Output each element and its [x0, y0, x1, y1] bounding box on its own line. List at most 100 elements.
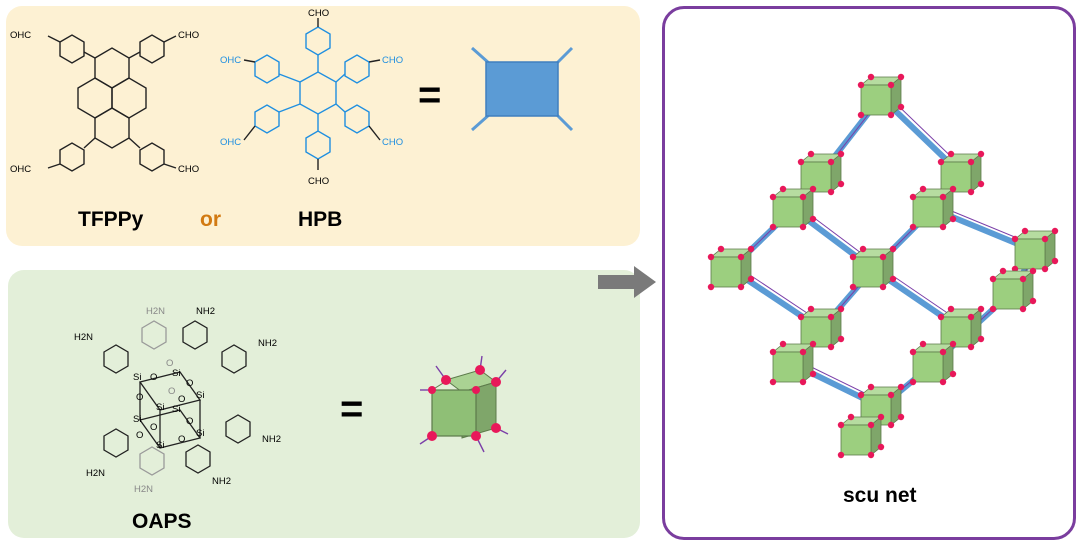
net-vertex-dot — [799, 378, 807, 386]
oaps-back-rings — [139, 320, 167, 476]
net-vertex-dot — [939, 378, 947, 386]
net-vertex-dot — [967, 313, 975, 321]
net-vertex-dot — [877, 413, 885, 421]
net-vertex-dot — [859, 245, 867, 253]
net-vertex-dot — [827, 158, 835, 166]
net-vertex-dot — [747, 275, 755, 283]
oaps-group-8: H2N — [134, 484, 153, 495]
net-vertex-dot — [837, 451, 845, 459]
net-vertex-dot — [737, 283, 745, 291]
svg-text:Si: Si — [156, 440, 164, 451]
net-vertex-dot — [897, 413, 905, 421]
net-vertex-dot — [867, 383, 875, 391]
net-vertex-dot — [837, 421, 845, 429]
net-cubes — [707, 73, 1059, 459]
hpb-group-6: CHO — [308, 176, 329, 187]
svg-text:O: O — [186, 378, 193, 389]
net-vertex-dot — [867, 451, 875, 459]
net-vertex-dot — [977, 335, 985, 343]
net-vertex-dot — [949, 215, 957, 223]
net-cube-node — [937, 150, 985, 196]
oaps-group-2: NH2 — [196, 306, 215, 317]
net-cube-node — [769, 340, 817, 386]
net-vertex-dot — [707, 253, 715, 261]
net-vertex-dot — [937, 313, 945, 321]
net-vertex-dot — [807, 150, 815, 158]
net-cube-node — [849, 245, 897, 291]
net-cube-node — [857, 73, 905, 119]
net-vertex-dot — [1051, 257, 1059, 265]
net-vertex-dot — [999, 267, 1007, 275]
net-vertex-dot — [857, 81, 865, 89]
net-vertex-dot — [897, 383, 905, 391]
svg-text:Si: Si — [172, 368, 180, 379]
net-vertex-dot — [977, 180, 985, 188]
net-vertex-dot — [909, 378, 917, 386]
net-vertex-dot — [879, 253, 887, 261]
svg-text:O: O — [136, 392, 143, 403]
net-vertex-dot — [827, 343, 835, 351]
net-vertex-dot — [939, 223, 947, 231]
net-vertex-dot — [747, 245, 755, 253]
hpb-group-5: CHO — [382, 137, 403, 148]
net-vertex-dot — [827, 313, 835, 321]
svg-text:Si: Si — [156, 402, 164, 413]
net-vertex-dot — [717, 245, 725, 253]
net-cube-node — [909, 185, 957, 231]
net-vertex-dot — [887, 111, 895, 119]
net-vertex-dot — [1051, 227, 1059, 235]
net-vertex-dot — [799, 223, 807, 231]
net-cube-node — [1011, 227, 1059, 273]
linker-panel — [6, 6, 640, 246]
net-vertex-dot — [897, 73, 905, 81]
scu-net-label: scu net — [843, 484, 917, 507]
net-vertex-dot — [797, 313, 805, 321]
hpb-inner-bonds — [243, 18, 381, 170]
net-vertex-dot — [939, 193, 947, 201]
net-vertex-dot — [897, 103, 905, 111]
net-vertex-dot — [947, 305, 955, 313]
net-cube-node — [909, 340, 957, 386]
net-vertex-dot — [769, 193, 777, 201]
svg-text:O: O — [168, 386, 175, 397]
net-vertex-dot — [967, 343, 975, 351]
svg-text:O: O — [178, 394, 185, 405]
svg-text:Si: Si — [196, 428, 204, 439]
net-vertex-dot — [1011, 235, 1019, 243]
net-vertex-dot — [1041, 235, 1049, 243]
svg-text:Si: Si — [172, 404, 180, 415]
net-vertex-dot — [867, 73, 875, 81]
hpb-group-3: CHO — [382, 55, 403, 66]
linker-rectangle-icon — [471, 46, 574, 132]
svg-text:Si: Si — [133, 414, 141, 425]
net-vertex-dot — [807, 305, 815, 313]
hpb-label: HPB — [298, 208, 342, 231]
cube-node-icon — [419, 355, 509, 453]
oaps-structure — [103, 320, 251, 474]
tfppy-group-1: OHC — [10, 30, 31, 41]
net-vertex-dot — [809, 370, 817, 378]
hpb-group-2: OHC — [220, 55, 241, 66]
net-vertex-dot — [919, 185, 927, 193]
or-label: or — [200, 208, 221, 231]
node-panel — [8, 270, 640, 538]
net-vertex-dot — [887, 421, 895, 429]
net-vertex-dot — [1011, 265, 1019, 273]
net-vertex-dot — [837, 305, 845, 313]
net-vertex-dot — [989, 305, 997, 313]
scu-net-figure: scu net — [707, 73, 1059, 507]
net-cube-node — [707, 245, 755, 291]
net-vertex-dot — [857, 391, 865, 399]
net-vertex-dot — [909, 223, 917, 231]
equals-sign-bottom: = — [340, 387, 363, 431]
net-vertex-dot — [909, 193, 917, 201]
net-cube-node — [797, 305, 845, 351]
net-vertex-dot — [919, 340, 927, 348]
net-vertex-dot — [1021, 227, 1029, 235]
net-vertex-dot — [809, 340, 817, 348]
net-cube-node — [769, 185, 817, 231]
net-cube-node — [937, 305, 985, 351]
net-vertex-dot — [879, 283, 887, 291]
net-vertex-dot — [889, 275, 897, 283]
net-vertex-dot — [989, 275, 997, 283]
